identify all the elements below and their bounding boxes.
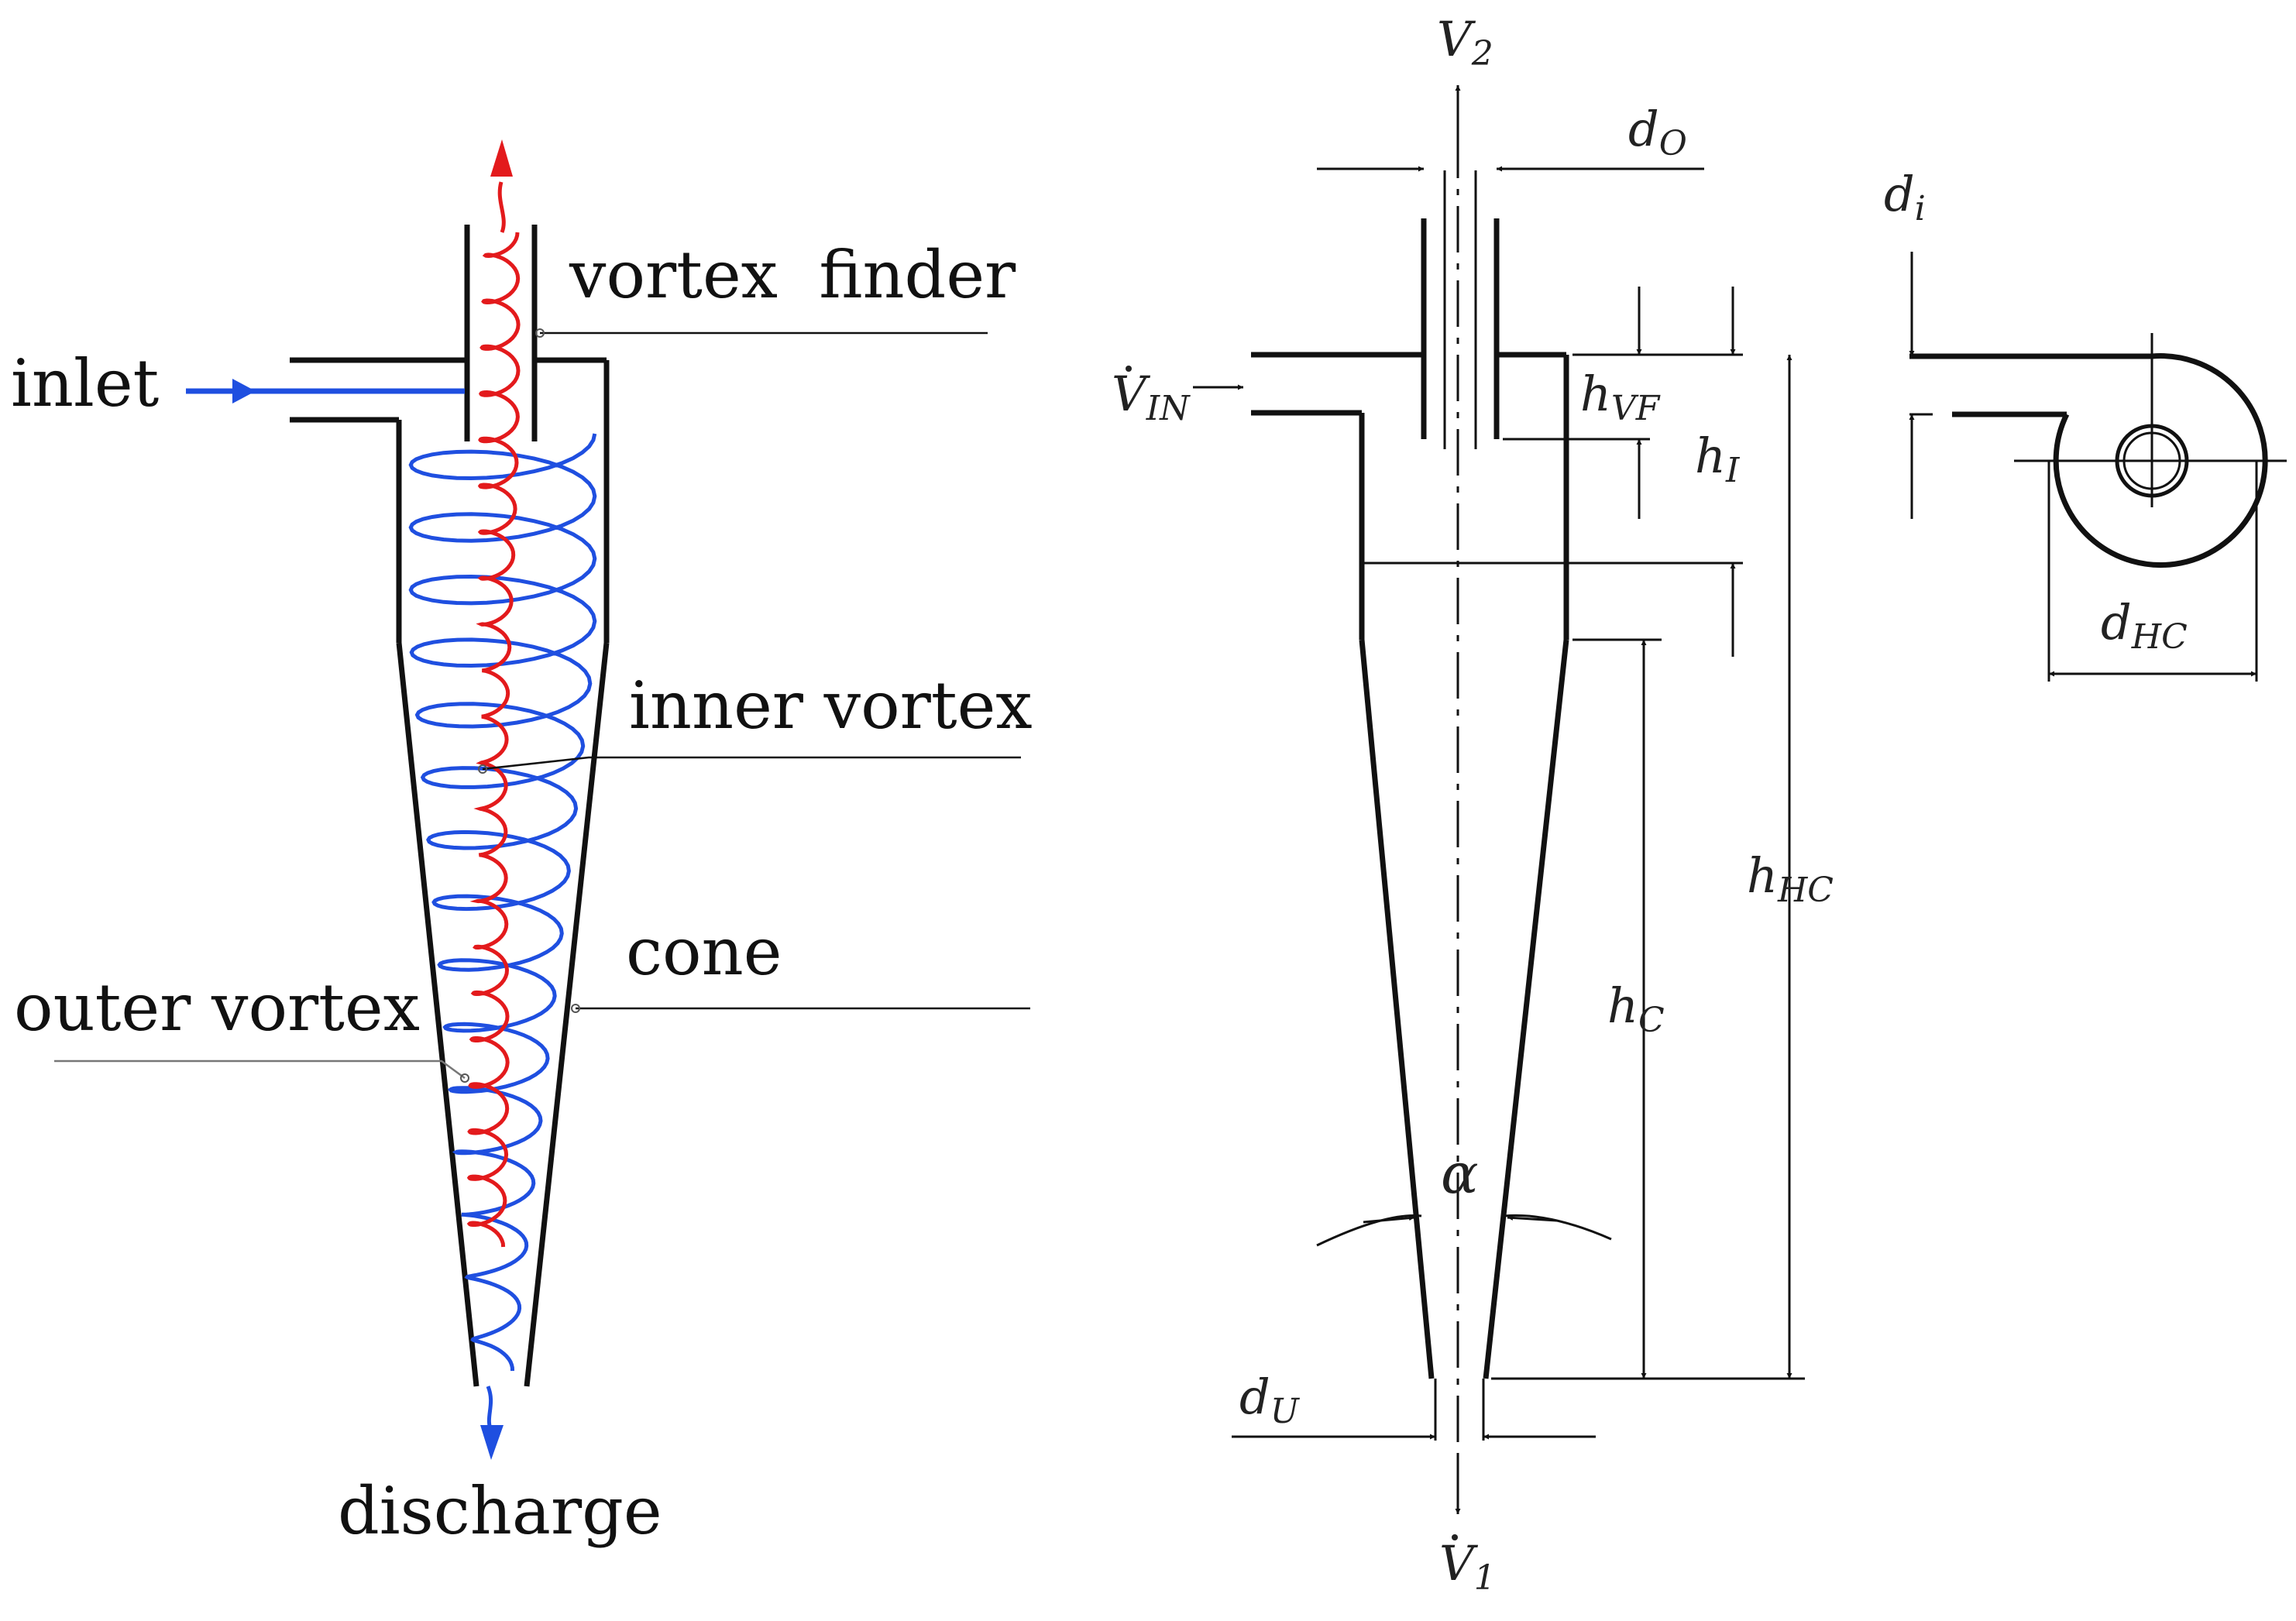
dO-symbol: d	[1628, 101, 1659, 157]
cyclone-schematic: inlet vortex finder inner vortex cone ou…	[11, 139, 1033, 1549]
cone-left-wall	[396, 642, 479, 1387]
hHC-subscript: HC	[1777, 871, 1834, 910]
inner-vortex-label: inner vortex	[629, 668, 1033, 744]
vortex-exit-flow-line	[497, 181, 506, 233]
V2-label: V2	[1437, 11, 1493, 74]
di-subscript: i	[1915, 189, 1926, 228]
hC-symbol: h	[1607, 977, 1638, 1034]
V1-symbol: V	[1439, 1535, 1479, 1592]
dO-label: dO	[1628, 101, 1687, 163]
hVF-subscript: VF	[1611, 389, 1661, 428]
V2-subscript: 2	[1471, 34, 1493, 74]
hI-symbol: h	[1695, 428, 1726, 484]
di-label: di	[1884, 166, 1926, 228]
VIN-subscript: IN	[1146, 389, 1191, 428]
V2-symbol: V	[1437, 11, 1476, 67]
dU-subscript: U	[1270, 1392, 1301, 1431]
dU-symbol: d	[1239, 1369, 1270, 1425]
alpha-arrow-left	[1363, 1215, 1415, 1224]
alpha-label: α	[1441, 1141, 1479, 1206]
hI-label: hI	[1695, 428, 1741, 490]
cone-right-wall	[524, 642, 610, 1387]
alpha-arc-left	[1316, 1214, 1422, 1247]
inner-vortex-leader	[482, 756, 1021, 771]
side-cone-left-wall	[1359, 639, 1435, 1379]
V1-dot	[1452, 1534, 1458, 1540]
discharge-label: discharge	[338, 1473, 662, 1549]
vortex-finder-leader-dot	[535, 328, 545, 338]
outer-vortex-leader	[54, 1059, 466, 1080]
dHC-label: dHC	[2101, 594, 2188, 657]
hHC-symbol: h	[1747, 847, 1778, 904]
cone-leader-dot	[571, 1004, 580, 1013]
cyclone-top-view: di dHC	[1884, 166, 2287, 682]
discharge-arrowhead	[480, 1425, 504, 1460]
inner-vortex-leader-dot	[478, 764, 487, 774]
outer-vortex-label: outer vortex	[14, 970, 420, 1046]
hC-label: hC	[1607, 977, 1665, 1040]
dO-subscript: O	[1659, 124, 1687, 163]
inlet-label: inlet	[11, 345, 160, 421]
top-view-body-outline	[2053, 353, 2268, 568]
vortex-finder-label: vortex finder	[569, 237, 1016, 313]
inlet-flow-arrowhead	[232, 379, 256, 404]
V1-label: V1	[1439, 1535, 1496, 1598]
outer-vortex-leader-dot	[460, 1073, 469, 1083]
di-symbol: d	[1884, 166, 1915, 222]
dHC-symbol: d	[2101, 594, 2132, 651]
hI-subscript: I	[1725, 451, 1741, 490]
VIN-label: VIN	[1112, 366, 1191, 428]
alpha-arrow-right	[1507, 1214, 1558, 1222]
VIN-dot	[1126, 366, 1132, 372]
cone-label: cone	[626, 914, 782, 990]
hVF-symbol: h	[1580, 366, 1611, 422]
hVF-label: hVF	[1580, 366, 1661, 428]
side-cone-right-wall	[1483, 639, 1569, 1379]
outer-vortex-spiral	[408, 433, 597, 1372]
hC-subscript: C	[1638, 1001, 1665, 1040]
VIN-symbol: V	[1112, 366, 1151, 422]
vortex-exit-arrowhead	[490, 139, 513, 177]
dHC-subscript: HC	[2131, 617, 2188, 657]
inner-vortex-spiral	[466, 232, 521, 1248]
dU-label: dU	[1239, 1369, 1301, 1431]
cyclone-side-view: V2 V1 VIN dO hVF hI hHC hC α dU	[1112, 11, 1834, 1598]
hHC-label: hHC	[1747, 847, 1834, 910]
V1-subscript: 1	[1474, 1558, 1496, 1598]
